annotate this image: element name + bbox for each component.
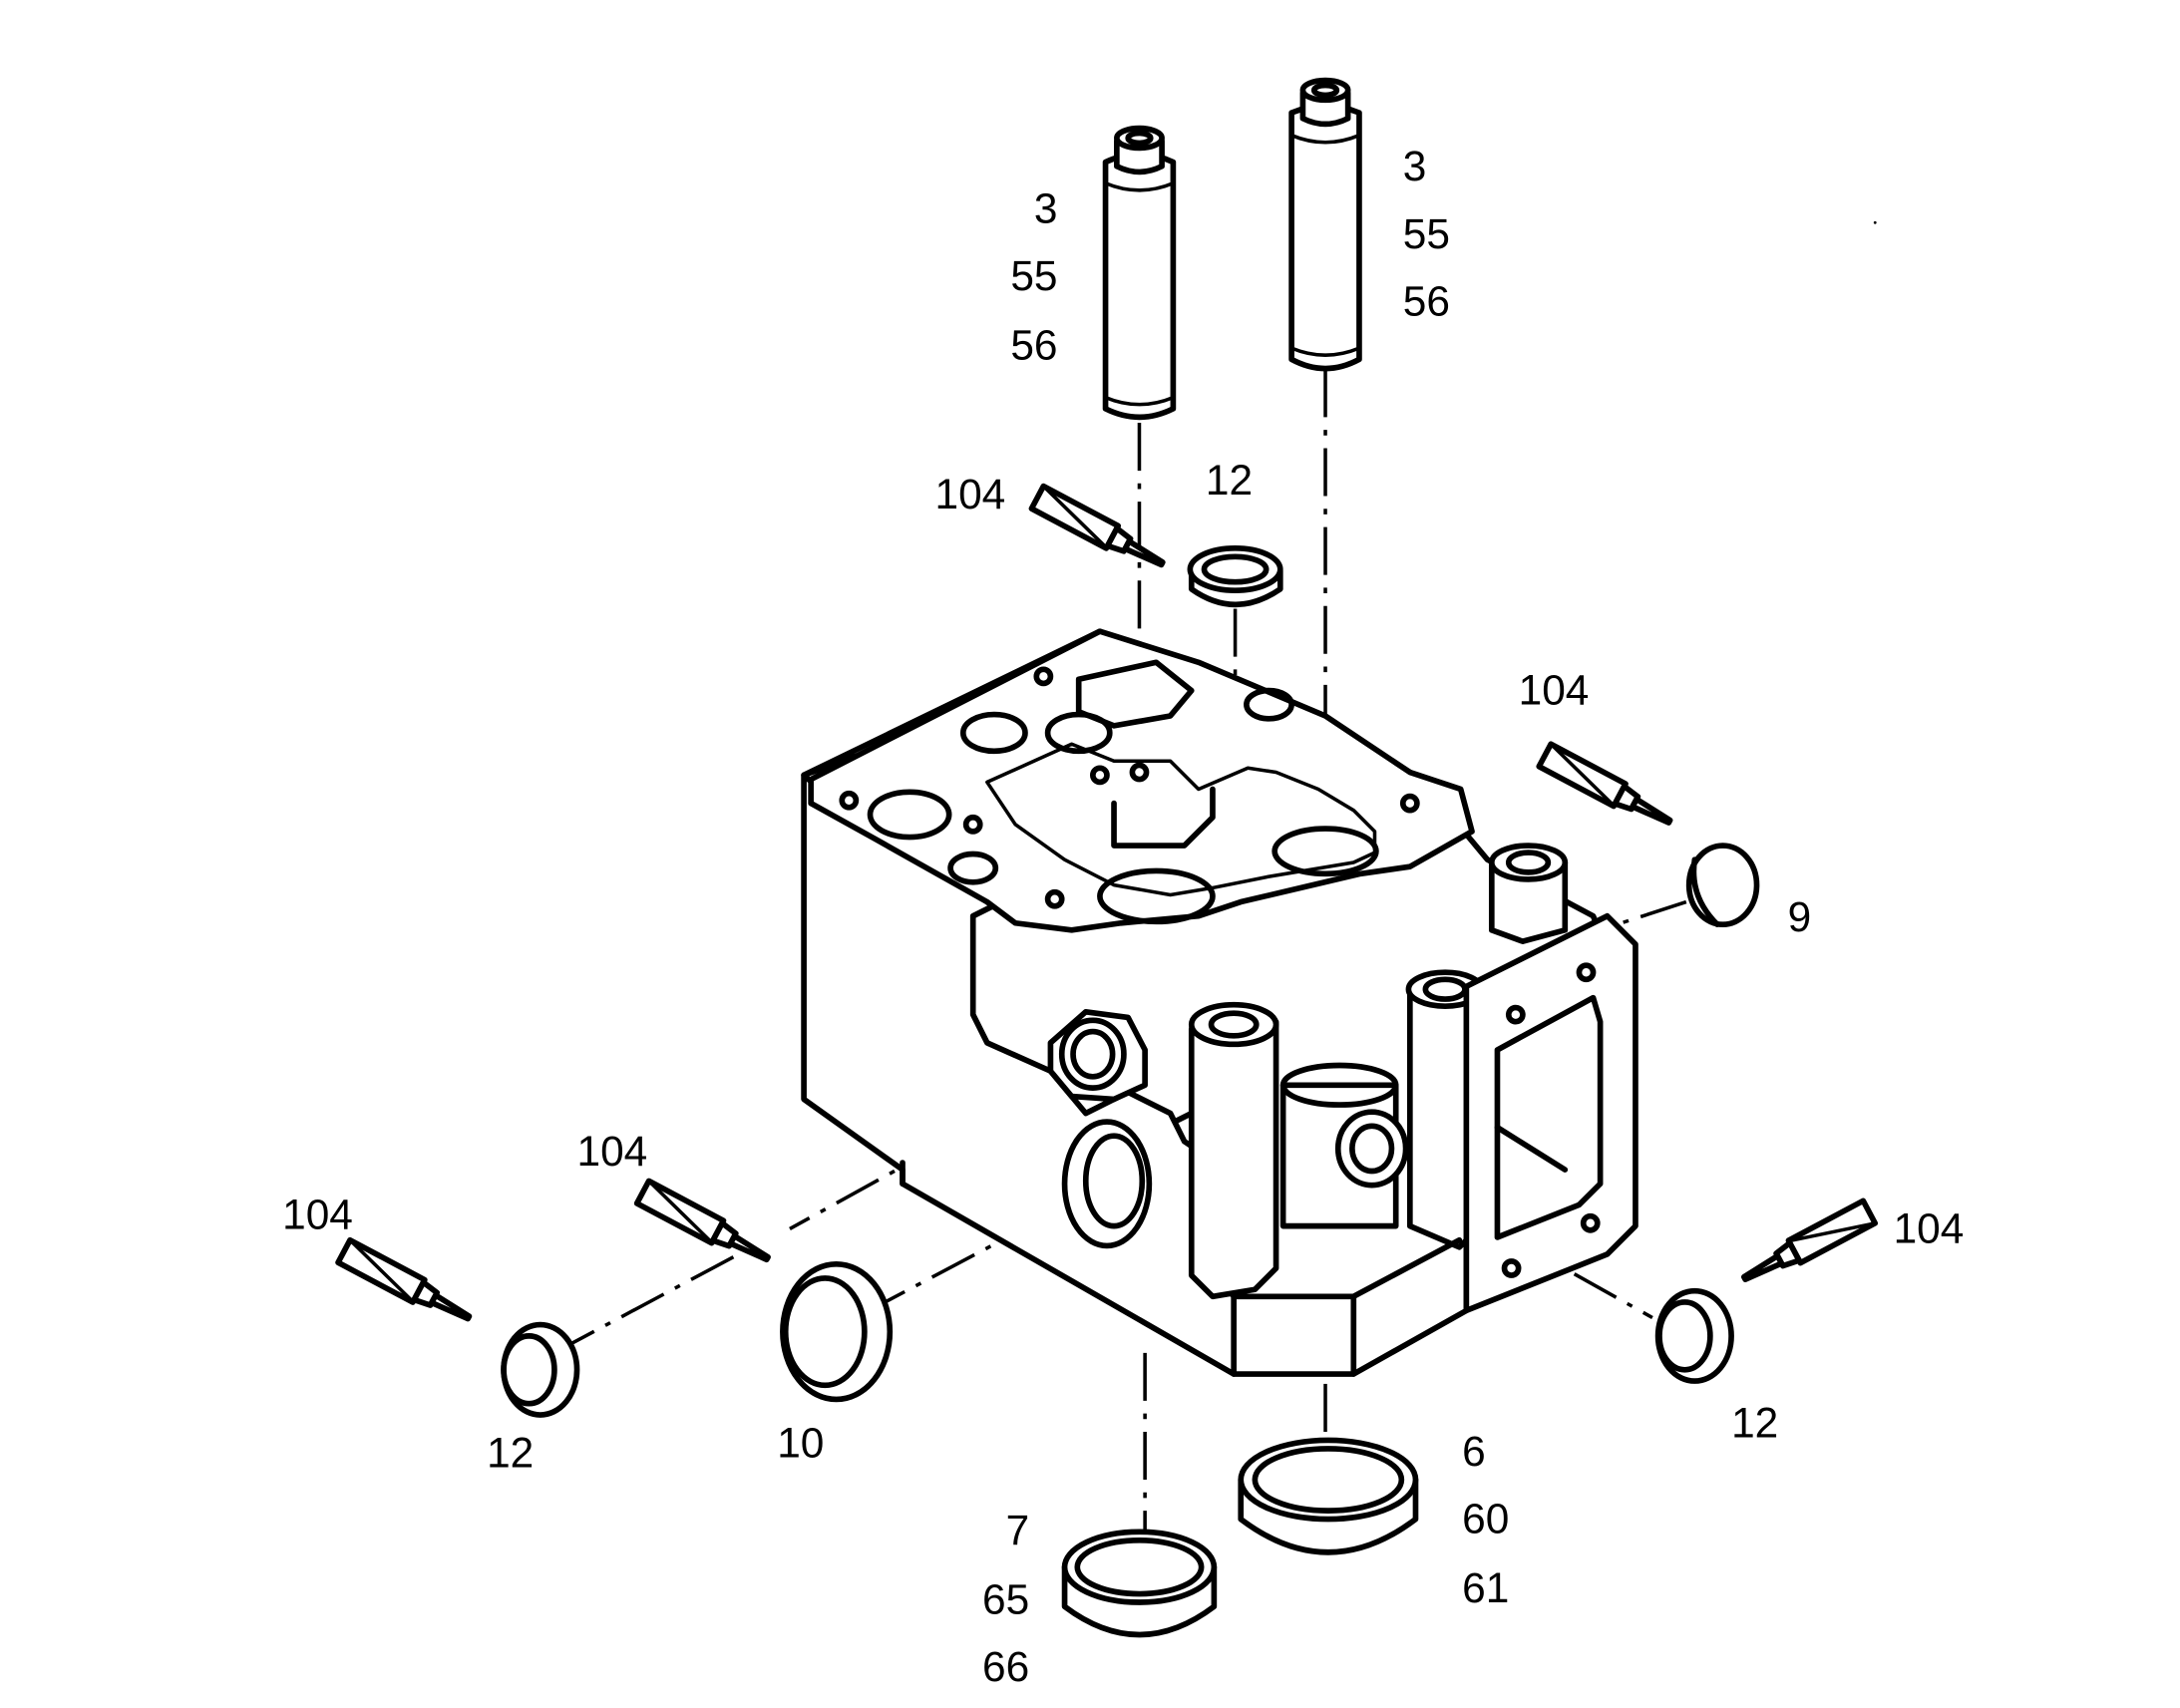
callout-sealant-front-right: 104 — [1894, 1205, 1965, 1252]
callout-ring-front: 10 — [777, 1419, 824, 1466]
sealant-tube-top-icon — [1028, 483, 1166, 568]
valve-guide-right — [1288, 77, 1362, 372]
valve-seat-ring-left — [1061, 1529, 1218, 1638]
callout-sealant-left-outer: 104 — [282, 1191, 353, 1237]
callout-sealant-left-inner: 104 — [577, 1128, 648, 1175]
cylinder-head — [801, 628, 1638, 1377]
callout-labels: 3 55 56 3 55 56 104 12 104 9 104 104 104… — [282, 143, 1964, 1690]
callout-seat-right-3: 61 — [1462, 1564, 1509, 1611]
callout-ring-right: 12 — [1731, 1400, 1778, 1447]
sealing-ring-right — [1654, 1287, 1734, 1384]
valve-seat-ring-right — [1238, 1437, 1419, 1555]
callout-guide-right-1: 3 — [1403, 143, 1427, 189]
callout-ring-top: 12 — [1206, 457, 1253, 504]
callout-plug-right: 9 — [1788, 893, 1812, 940]
sealant-tube-right-icon — [1536, 741, 1673, 826]
callout-guide-left-1: 3 — [1034, 184, 1058, 231]
callout-seat-right-1: 6 — [1462, 1428, 1486, 1475]
sealing-ring-left — [501, 1321, 580, 1418]
callout-guide-right-2: 55 — [1403, 210, 1450, 257]
sealant-tube-left-inner-icon — [633, 1178, 771, 1263]
sealing-ring-top — [1187, 544, 1283, 608]
callout-seat-left-1: 7 — [1006, 1507, 1030, 1553]
plug-right — [1685, 843, 1760, 927]
callout-seat-left-2: 65 — [982, 1575, 1029, 1622]
callout-ring-left: 12 — [487, 1429, 534, 1476]
sealant-tube-front-right-icon — [1740, 1197, 1879, 1282]
stray-dot — [1873, 220, 1877, 224]
callout-seat-right-2: 60 — [1462, 1496, 1509, 1542]
sealing-ring-front — [780, 1260, 894, 1403]
valve-guide-left — [1102, 125, 1177, 421]
callout-guide-right-3: 56 — [1403, 278, 1450, 325]
callout-guide-left-3: 56 — [1010, 321, 1057, 368]
callout-guide-left-2: 55 — [1010, 252, 1057, 299]
callout-sealant-right: 104 — [1519, 667, 1590, 714]
sealant-tube-left-outer-icon — [335, 1236, 473, 1322]
callout-seat-left-3: 66 — [982, 1643, 1029, 1690]
callout-sealant-top: 104 — [935, 471, 1006, 517]
